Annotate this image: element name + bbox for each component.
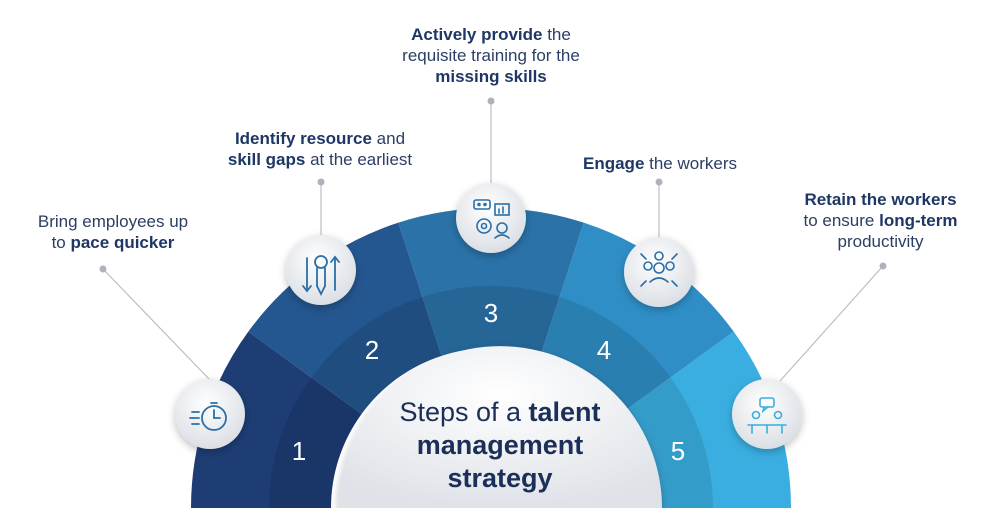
step-1-label-plain: to: [51, 233, 71, 252]
connector-lines: [99, 97, 887, 382]
step-4-label: Engage the workers: [560, 153, 760, 174]
step-number-2: 2: [365, 335, 379, 365]
title-line3: strategy: [340, 462, 660, 495]
step-5-label-bold-1: Retain the workers: [804, 190, 957, 209]
step-4-label-line1: Engage the workers: [560, 153, 760, 174]
step-4-label-plain-1: the workers: [644, 154, 737, 173]
step-1-label-bold: pace quicker: [70, 233, 175, 252]
gear-chart-training-icon: [473, 199, 510, 239]
connector-dot-2: [317, 178, 325, 186]
title-bold-3: strategy: [447, 463, 553, 493]
ring-inner-band-1: [269, 377, 362, 508]
step-5-label-bold-2: long-term: [879, 211, 958, 230]
step-2-label-line1: Identify resource and: [200, 128, 440, 149]
step-number-3: 3: [484, 298, 498, 328]
step-3-icon-badge: [456, 183, 526, 253]
title-prefix: Steps of a: [399, 397, 529, 427]
ring-segment-5: [620, 331, 792, 508]
ring-inner-band-4: [540, 296, 671, 414]
step-5-label: Retain the workers to ensure long-term p…: [778, 189, 983, 252]
page-title: Steps of a talent management strategy: [340, 396, 660, 495]
connector-line-1: [102, 268, 211, 381]
ring-segments: [191, 208, 792, 508]
ring-segment-3: [398, 208, 584, 356]
connector-line-5: [779, 265, 884, 382]
step-3-label-line2: requisite training for the: [402, 46, 580, 65]
step-2-icon-badge: [286, 235, 356, 305]
step-1-label-line1: Bring employees up: [37, 212, 189, 231]
step-1-label-line2: to pace quicker: [18, 232, 208, 253]
step-5-label-line2: to ensure long-term: [778, 210, 983, 231]
ring-inner-band-2: [311, 296, 442, 414]
connector-dot-1: [99, 265, 107, 273]
step-2-label-bold-2: skill gaps: [227, 150, 306, 169]
title-line2: management: [340, 429, 660, 462]
step-2-label-bold-1: Identify resource: [234, 129, 372, 148]
step-number-5: 5: [671, 436, 685, 466]
step-3-label-line1: Actively provide the: [366, 24, 616, 45]
step-number-4: 4: [597, 335, 611, 365]
connector-dot-4: [655, 178, 663, 186]
step-5-label-line3: productivity: [837, 232, 924, 251]
step-2-label-plain-1: and: [371, 129, 406, 148]
stopwatch-speed-icon: [189, 402, 227, 431]
ring-segment-2: [248, 222, 442, 414]
team-network-icon: [640, 251, 678, 287]
step-2-label-plain-2: at the earliest: [305, 150, 413, 169]
title-bold-2: management: [416, 430, 584, 460]
step-3-label-bold-3: missing skills: [435, 67, 547, 86]
step-3-label-line3: missing skills: [366, 66, 616, 87]
center-hub: [338, 346, 662, 508]
ring-segment-1: [191, 331, 362, 508]
step-4-label-bold-1: Engage: [583, 154, 645, 173]
step-5-label-line1: Retain the workers: [778, 189, 983, 210]
ring-segment-4: [540, 222, 734, 414]
step-2-label-line2: skill gaps at the earliest: [200, 149, 440, 170]
step-1-icon-badge: [175, 379, 245, 449]
step-number-1: 1: [292, 436, 306, 466]
step-5-label-plain-2: to ensure: [803, 211, 880, 230]
step-3-label-bold-1: Actively provide: [411, 25, 543, 44]
meeting-chat-icon: [747, 397, 787, 434]
step-4-icon-badge: [624, 237, 694, 307]
title-line1: Steps of a talent: [340, 396, 660, 429]
ring-inner-band-5: [620, 377, 713, 508]
connector-dot-3: [487, 97, 495, 105]
ring-inner-band-3: [422, 286, 560, 356]
step-2-label: Identify resource and skill gaps at the …: [200, 128, 440, 170]
step-5-icon-badge: [732, 379, 802, 449]
step-1-label: Bring employees up to pace quicker: [18, 211, 208, 253]
title-bold-1: talent: [528, 397, 601, 427]
step-3-label-plain-1: the: [542, 25, 571, 44]
lightbulb-pencil-arrows-icon: [302, 255, 340, 297]
connector-dot-5: [879, 262, 887, 270]
step-3-label: Actively provide the requisite training …: [366, 24, 616, 87]
ring-inner-band: [269, 286, 713, 508]
